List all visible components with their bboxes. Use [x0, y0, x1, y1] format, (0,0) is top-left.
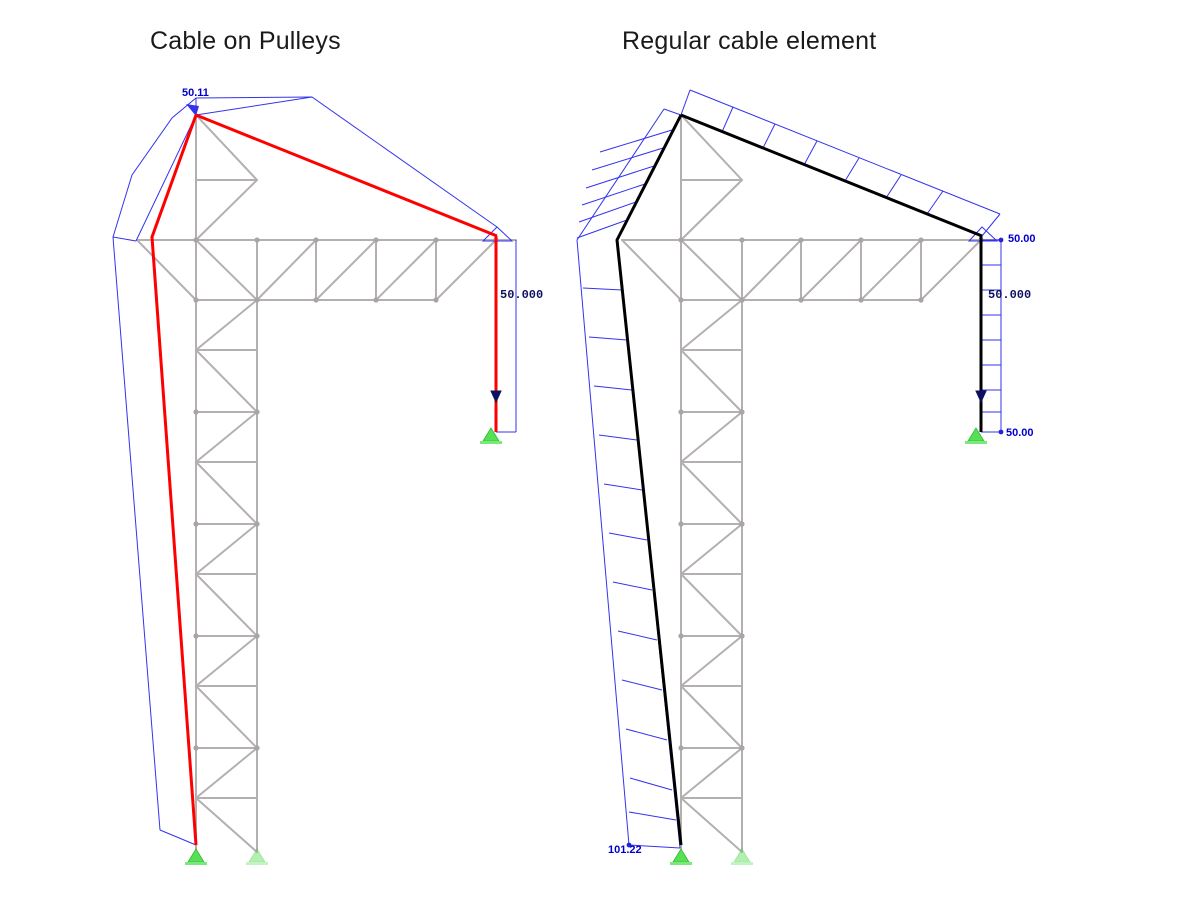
- panel-title-regular-cable-element: Regular cable element: [622, 27, 877, 55]
- cable-right: [615, 113, 983, 846]
- label-hook-force-right: 50.00: [1006, 427, 1034, 439]
- panel-left-cable-on-pulleys: 50.11 50.000: [112, 87, 543, 866]
- label-tip-deflection-left: 50.11: [182, 87, 209, 99]
- force-diagram-jib-right: [680, 89, 1001, 237]
- structure-truss-right: [621, 114, 1002, 853]
- load-arrow-left: [490, 390, 502, 403]
- panel-title-cable-on-pulleys: Cable on Pulleys: [150, 27, 341, 55]
- supports-left: [184, 427, 503, 866]
- panel-right-regular-cable-element: 50.00 50.000 50.00 101.22: [576, 89, 1036, 866]
- load-arrow-right: [975, 390, 987, 403]
- cable-left: [150, 113, 498, 846]
- label-jib-tip-force-right: 50.00: [1008, 233, 1036, 245]
- label-backstay-anchor-force-right: 101.22: [608, 844, 642, 856]
- structure-nodes-right: [678, 237, 984, 751]
- force-diagram-hoist-right: [967, 226, 1002, 433]
- label-hoist-force-right: 50.000: [988, 288, 1031, 302]
- force-diagram-nodes-right: [626, 237, 1004, 848]
- force-envelope-left: [112, 96, 517, 846]
- supports-right: [669, 427, 988, 866]
- label-hoist-force-left: 50.000: [500, 288, 543, 302]
- structure-nodes-left: [193, 237, 499, 751]
- structure-truss-left: [136, 114, 517, 853]
